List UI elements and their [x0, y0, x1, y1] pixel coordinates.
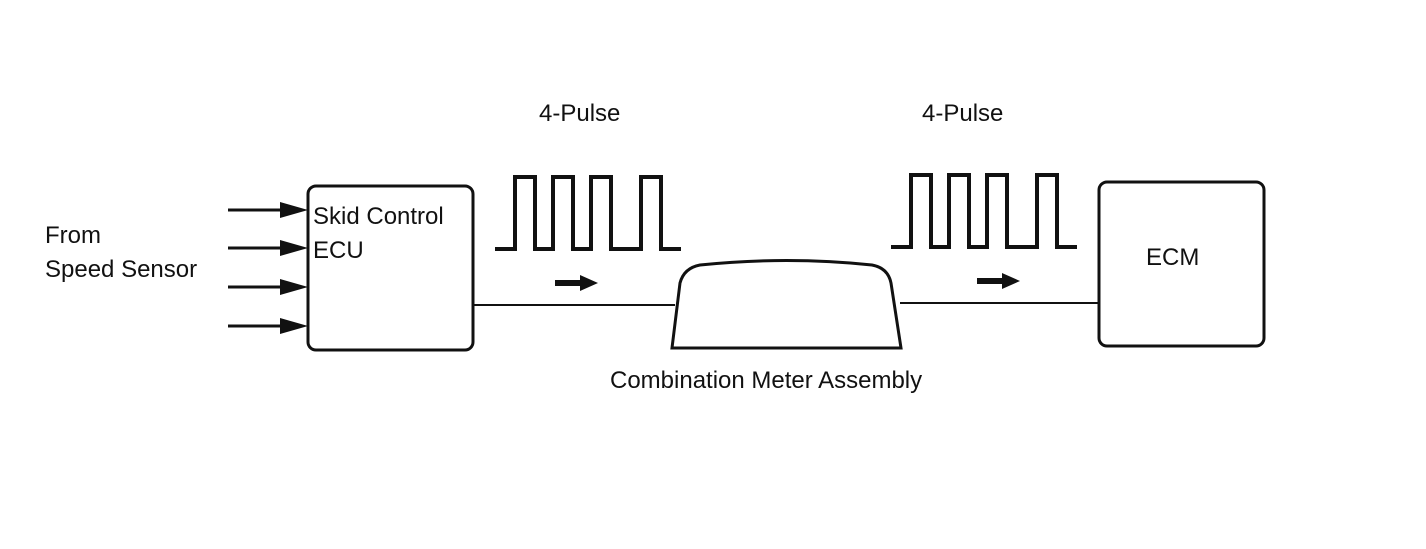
flow-arrow-right	[977, 273, 1020, 289]
flow-arrow-left	[555, 275, 598, 291]
skid-ecu-label-1: Skid Control	[313, 203, 444, 230]
pulse-label-left: 4-Pulse	[539, 100, 620, 127]
speed-sensor-inputs	[228, 202, 308, 334]
from-label: From	[45, 222, 101, 249]
skid-ecu-label-2: ECU	[313, 237, 364, 264]
input-arrowhead-2	[280, 240, 308, 256]
input-arrowhead-4	[280, 318, 308, 334]
pulse-waveform-right	[891, 173, 1077, 249]
speed-sensor-label: Speed Sensor	[45, 256, 197, 283]
pulse-waveform-left	[495, 175, 681, 251]
skid-control-ecu-box	[306, 184, 475, 352]
input-arrowhead-3	[280, 279, 308, 295]
input-arrowhead-1	[280, 202, 308, 218]
ecm-box	[1097, 180, 1266, 348]
ecm-label: ECM	[1146, 244, 1199, 271]
pulse-label-right: 4-Pulse	[922, 100, 1003, 127]
meter-label: Combination Meter Assembly	[610, 367, 922, 394]
combination-meter-assembly-shape	[670, 259, 903, 350]
